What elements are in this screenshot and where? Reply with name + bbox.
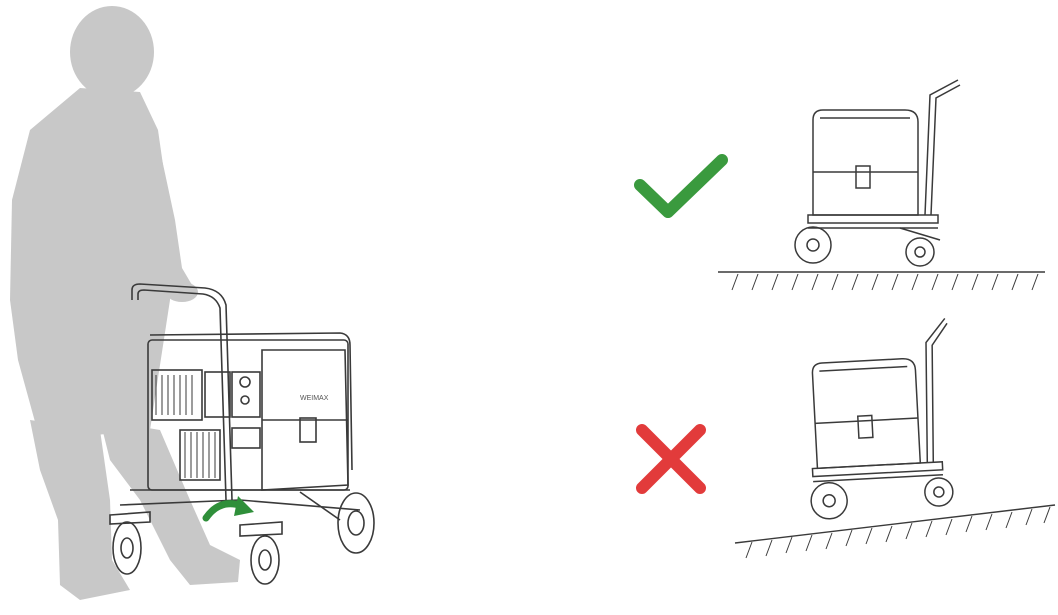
cross-icon [636, 424, 706, 494]
person-silhouette [10, 6, 240, 600]
curved-arrow-icon [202, 496, 254, 522]
generator-cart-level [794, 79, 961, 267]
ground-level [718, 271, 1045, 291]
check-icon [634, 154, 728, 218]
machine-label: WEIMAX [300, 395, 329, 402]
generator-cart-slope [810, 318, 954, 520]
generator-cart-left [109, 283, 375, 585]
ground-slope [734, 504, 1056, 559]
